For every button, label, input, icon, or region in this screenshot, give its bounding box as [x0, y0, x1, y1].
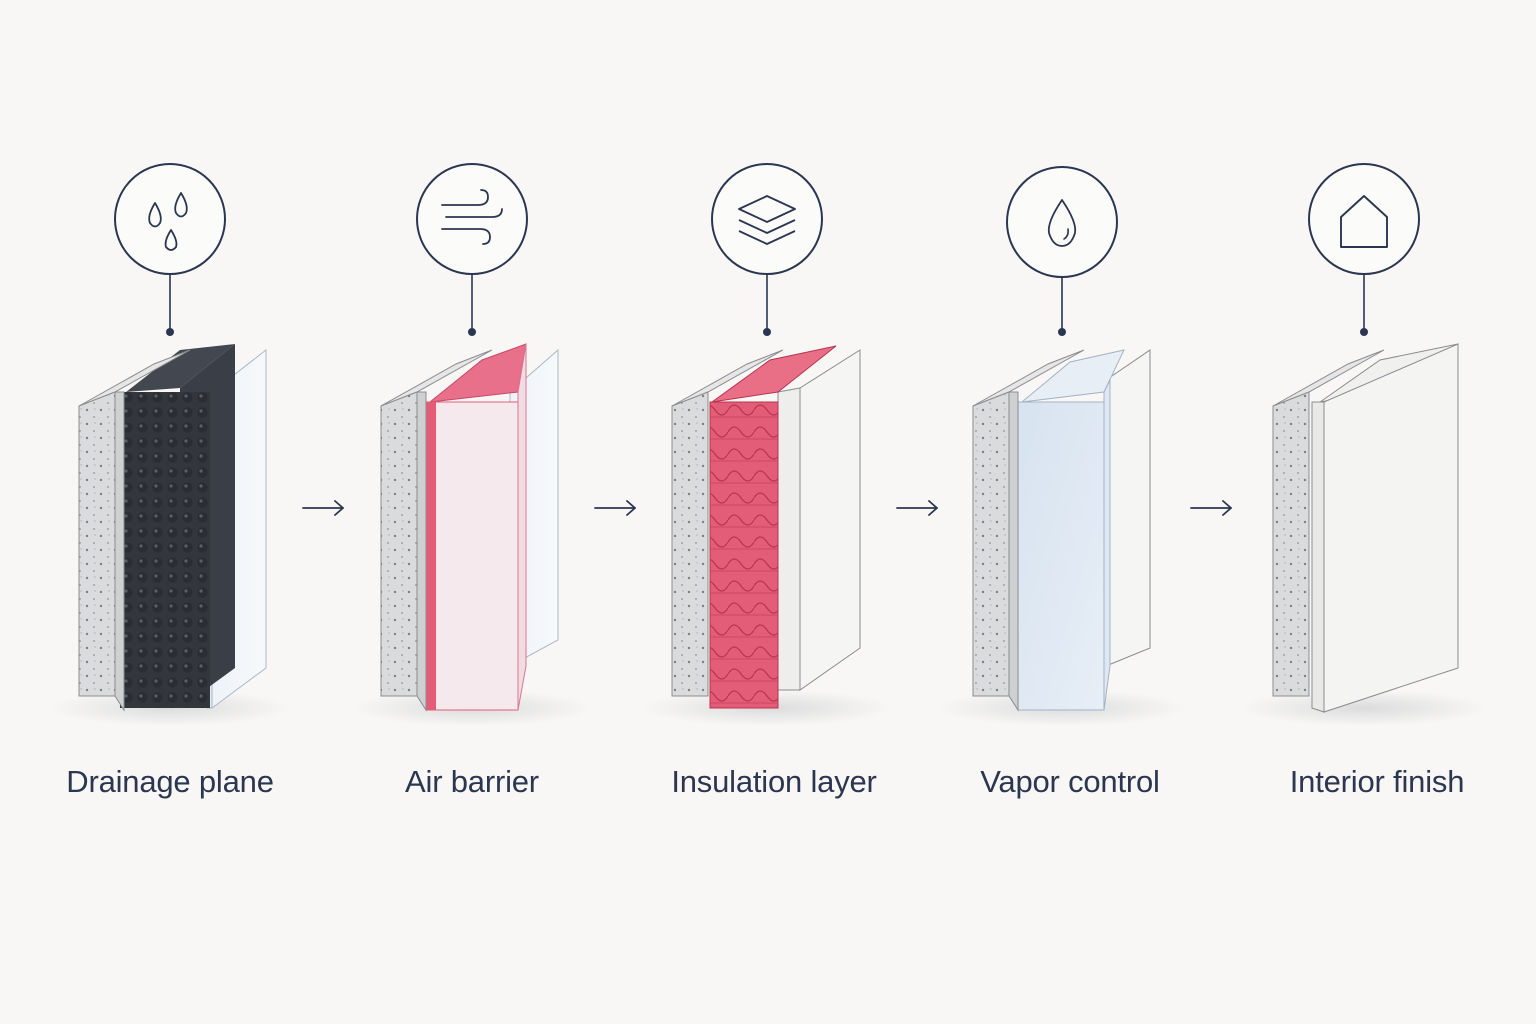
interior-board [777, 349, 861, 691]
red-air-barrier-membrane [425, 343, 527, 711]
step-label-interior-finish: Interior finish [1289, 764, 1465, 799]
step-label-vapor-control: Vapor control [980, 764, 1160, 799]
step-drainage-plane [50, 163, 290, 726]
icon-leader-dot [1360, 328, 1368, 336]
arrow-2 [594, 500, 636, 516]
concrete-board [972, 349, 1085, 712]
arrow-3 [896, 500, 938, 516]
step-insulation-layer [642, 163, 892, 726]
icon-leader-dot [1058, 328, 1066, 336]
icon-leader-dot [468, 328, 476, 336]
icon-leader-dot [763, 328, 771, 336]
concrete-board [671, 349, 784, 697]
step-label-insulation-layer: Insulation layer [671, 764, 877, 799]
water-drop-icon [1006, 166, 1118, 278]
step-air-barrier [352, 163, 592, 726]
flow-arrows [302, 500, 1232, 516]
step-vapor-control [937, 166, 1187, 726]
arrow-1 [302, 500, 344, 516]
house-icon [1308, 163, 1420, 275]
concrete-board [78, 349, 191, 712]
icon-leader-dot [166, 328, 174, 336]
gypsum-board [1311, 343, 1459, 713]
concrete-board [1272, 349, 1385, 697]
step-interior-finish [1239, 163, 1489, 726]
concrete-board [380, 349, 493, 712]
layers-icon [711, 163, 823, 275]
dimple-membrane [120, 344, 235, 708]
step-label-drainage-plane: Drainage plane [66, 764, 274, 799]
wind-icon [416, 163, 528, 275]
insulation-batt [709, 345, 837, 709]
water-drops-icon [114, 163, 226, 275]
interior-board [1105, 349, 1151, 667]
step-label-air-barrier: Air barrier [405, 764, 539, 799]
arrow-4 [1190, 500, 1232, 516]
vapor-retarder-sheet [1017, 349, 1125, 711]
